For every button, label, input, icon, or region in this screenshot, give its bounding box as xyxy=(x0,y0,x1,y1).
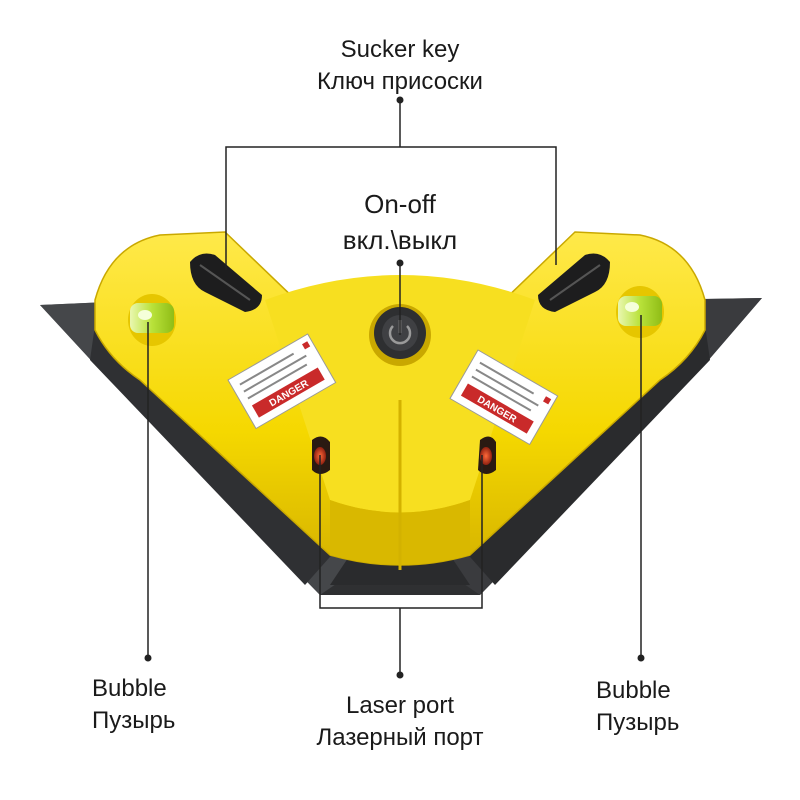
callout-laser-port: Laser port Лазерный порт xyxy=(280,690,520,754)
callout-on-off: On-off вкл.\выкл xyxy=(300,186,500,258)
leader-dots xyxy=(144,96,645,679)
callout-laser-port-ru: Лазерный порт xyxy=(316,724,484,751)
callout-bubble-right-ru: Пузырь xyxy=(596,709,680,736)
warning-label-left: DANGER xyxy=(227,333,337,430)
bubble-vial-right xyxy=(616,286,664,338)
callout-bubble-right-en: Bubble xyxy=(596,677,671,704)
callout-sucker-key-en: Sucker key xyxy=(340,36,460,63)
callout-bubble-right: Bubble Пузырь xyxy=(596,675,716,739)
laser-port-right xyxy=(478,436,496,474)
callout-bubble-left: Bubble Пузырь xyxy=(92,673,202,737)
sucker-key-right[interactable] xyxy=(538,253,610,312)
laser-port-left xyxy=(312,436,330,474)
callout-on-off-en: On-off xyxy=(364,189,436,219)
warning-label-right: DANGER xyxy=(449,349,559,446)
yellow-body xyxy=(94,231,706,570)
bubble-vial-left xyxy=(128,294,176,346)
callout-bubble-left-ru: Пузырь xyxy=(92,707,176,734)
callout-sucker-key-ru: Ключ присоски xyxy=(317,68,483,95)
callout-laser-port-en: Laser port xyxy=(345,692,455,719)
sucker-key-left[interactable] xyxy=(190,253,262,312)
callout-bubble-left-en: Bubble xyxy=(92,675,167,702)
leader-lines xyxy=(147,100,642,675)
callout-on-off-ru: вкл.\выкл xyxy=(342,225,458,255)
callout-sucker-key: Sucker key Ключ присоски xyxy=(300,34,500,98)
